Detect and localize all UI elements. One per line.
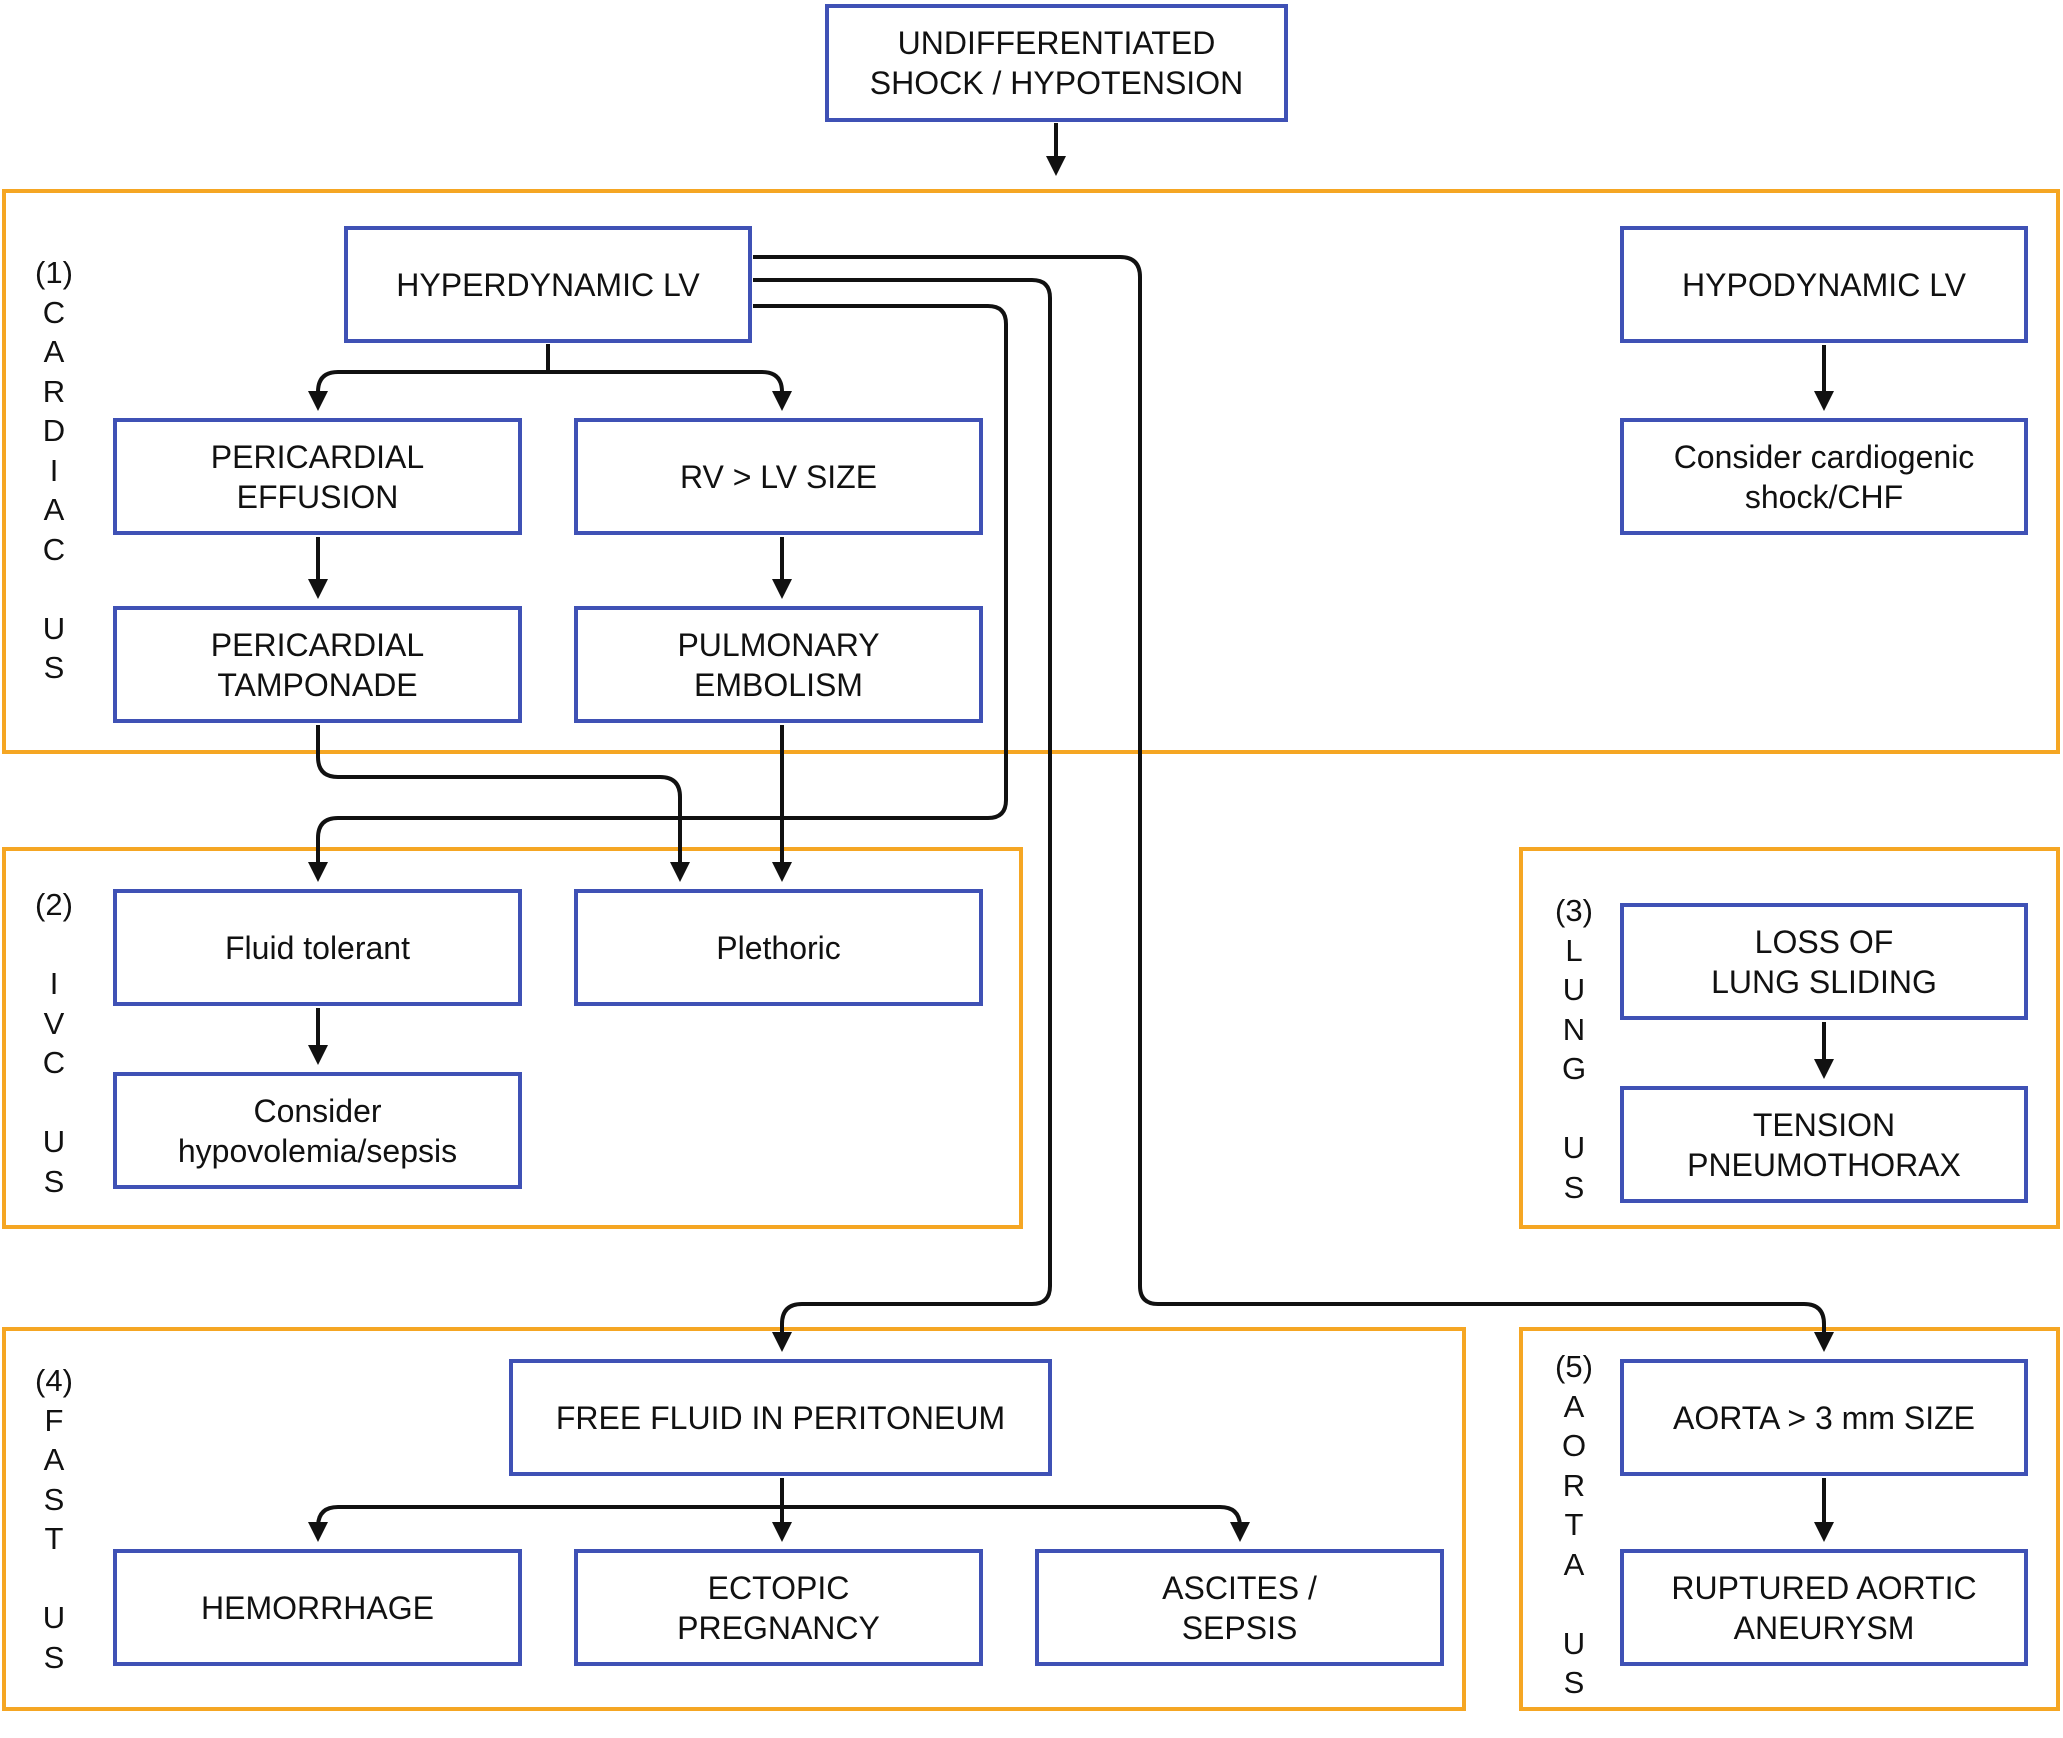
undifferentiated-shock-box: UNDIFFERENTIATED SHOCK / HYPOTENSION <box>825 4 1288 122</box>
hyperdynamic-lv-box: HYPERDYNAMIC LV <box>344 226 752 343</box>
arrow-free-fluid-to-ascites <box>782 1505 1250 1542</box>
fluid-tolerant-text: Fluid tolerant <box>225 929 410 966</box>
ivc-us-section <box>2 847 1023 1229</box>
pericardial-tamponade-text: PERICARDIAL TAMPONADE <box>210 626 425 703</box>
pulmonary-embolism-box: PULMONARY EMBOLISM <box>574 606 983 723</box>
ruptured-aortic-aneurysm-box: RUPTURED AORTIC ANEURYSM <box>1620 1549 2028 1666</box>
fluid-tolerant-box: Fluid tolerant <box>113 889 522 1006</box>
pulmonary-embolism-text: PULMONARY EMBOLISM <box>677 626 880 703</box>
pericardial-effusion-box: PERICARDIAL EFFUSION <box>113 418 522 535</box>
hypovolemia-sepsis-box: Consider hypovolemia/sepsis <box>113 1072 522 1189</box>
plethoric-box: Plethoric <box>574 889 983 1006</box>
rv-lv-size-text: RV > LV SIZE <box>679 458 878 495</box>
aorta-size-box: AORTA > 3 mm SIZE <box>1620 1359 2028 1476</box>
lung-us-label: (3) L U N G U S <box>1555 893 1593 1205</box>
loss-of-lung-sliding-text: LOSS OF LUNG SLIDING <box>1711 923 1937 1000</box>
lung-us-section <box>1519 847 2060 1229</box>
cardiac-us-section <box>2 189 2060 754</box>
fast-us-section <box>2 1327 1466 1711</box>
ectopic-pregnancy-text: ECTOPIC PREGNANCY <box>677 1569 880 1646</box>
hyperdynamic-lv-text: HYPERDYNAMIC LV <box>396 266 700 303</box>
arrow-hyper-to-free-fluid <box>753 278 1052 1352</box>
hemorrhage-box: HEMORRHAGE <box>113 1549 522 1666</box>
ascites-sepsis-text: ASCITES / SEPSIS <box>1162 1569 1317 1646</box>
rv-lv-size-box: RV > LV SIZE <box>574 418 983 535</box>
tension-pneumothorax-box: TENSION PNEUMOTHORAX <box>1620 1086 2028 1203</box>
loss-of-lung-sliding-box: LOSS OF LUNG SLIDING <box>1620 903 2028 1020</box>
pericardial-tamponade-box: PERICARDIAL TAMPONADE <box>113 606 522 723</box>
pericardial-effusion-text: PERICARDIAL EFFUSION <box>210 438 425 515</box>
hypodynamic-lv-text: HYPODYNAMIC LV <box>1682 266 1966 303</box>
free-fluid-peritoneum-box: FREE FLUID IN PERITONEUM <box>509 1359 1052 1476</box>
tension-pneumothorax-text: TENSION PNEUMOTHORAX <box>1687 1106 1961 1183</box>
arrow-hyper-to-effusion <box>308 344 550 411</box>
ectopic-pregnancy-box: ECTOPIC PREGNANCY <box>574 1549 983 1666</box>
ruptured-aortic-aneurysm-text: RUPTURED AORTIC ANEURYSM <box>1671 1569 1977 1646</box>
arrow-hyper-to-fluid-tolerant <box>308 304 1008 882</box>
hemorrhage-text: HEMORRHAGE <box>201 1589 434 1626</box>
arrow-tamponade-to-plethoric <box>316 725 690 882</box>
ascites-sepsis-box: ASCITES / SEPSIS <box>1035 1549 1444 1666</box>
plethoric-text: Plethoric <box>716 929 841 966</box>
aorta-size-text: AORTA > 3 mm SIZE <box>1673 1399 1975 1436</box>
aorta-us-label: (5) A O R T A U S <box>1555 1349 1593 1700</box>
aorta-us-section <box>1519 1327 2060 1711</box>
hypovolemia-sepsis-text: Consider hypovolemia/sepsis <box>177 1092 458 1169</box>
cardiac-us-label: (1) C A R D I A C U S <box>35 255 73 685</box>
arrow-free-fluid-to-hemorrhage <box>308 1505 782 1542</box>
hypodynamic-lv-box: HYPODYNAMIC LV <box>1620 226 2028 343</box>
arrow-hyper-to-rvlv <box>548 370 792 411</box>
fast-us-label: (4) F A S T U S <box>35 1363 73 1675</box>
free-fluid-peritoneum-text: FREE FLUID IN PERITONEUM <box>555 1399 1006 1436</box>
cardiogenic-shock-text: Consider cardiogenic shock/CHF <box>1673 438 1975 515</box>
cardiogenic-shock-box: Consider cardiogenic shock/CHF <box>1620 418 2028 535</box>
ivc-us-label: (2) I V C U S <box>35 887 73 1199</box>
undifferentiated-shock-text: UNDIFFERENTIATED SHOCK / HYPOTENSION <box>869 25 1244 101</box>
arrow-hyper-to-aorta <box>753 255 1834 1352</box>
